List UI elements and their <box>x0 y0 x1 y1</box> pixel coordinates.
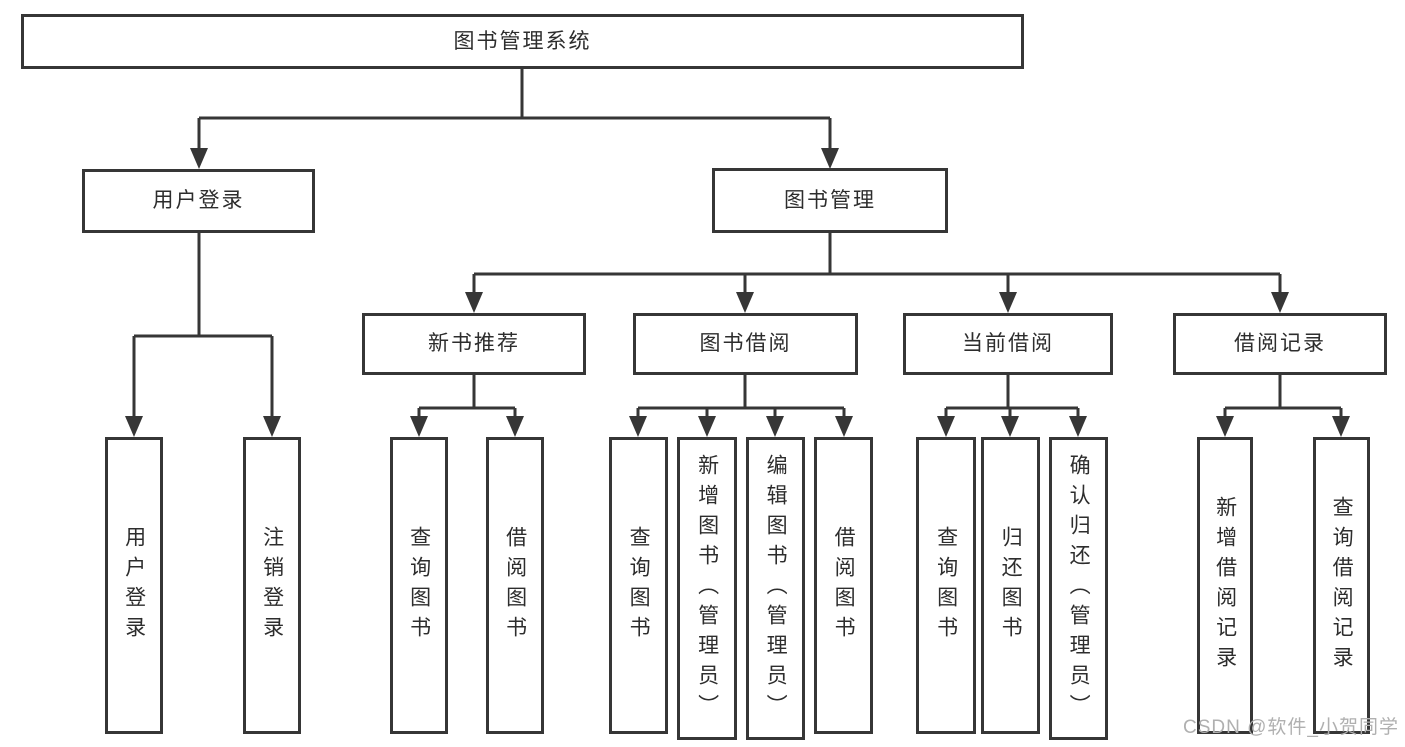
node-book-management-branch: 图书管理 <box>712 168 948 233</box>
leaf-query-books-recommend: 查询图书 <box>390 437 448 734</box>
watermark: CSDN @软件_小贺同学 <box>1183 717 1399 738</box>
leaf-borrow-books-recommend: 借阅图书 <box>486 437 544 734</box>
leaf-return-books: 归还图书 <box>981 437 1040 734</box>
leaf-edit-books-admin: 编辑图书（管理员） <box>746 437 805 740</box>
leaf-user-login: 用户登录 <box>105 437 163 734</box>
node-book-borrowing: 图书借阅 <box>633 313 858 375</box>
node-user-login-branch: 用户登录 <box>82 169 315 233</box>
node-library-management-system: 图书管理系统 <box>21 14 1024 69</box>
leaf-query-borrow-record: 查询借阅记录 <box>1313 437 1370 734</box>
leaf-query-books-borrowing: 查询图书 <box>609 437 668 734</box>
leaf-add-borrow-record: 新增借阅记录 <box>1197 437 1253 734</box>
node-current-borrowing: 当前借阅 <box>903 313 1113 375</box>
leaf-confirm-return-admin: 确认归还（管理员） <box>1049 437 1108 740</box>
node-borrowing-records: 借阅记录 <box>1173 313 1387 375</box>
leaf-add-books-admin: 新增图书（管理员） <box>677 437 737 740</box>
leaf-borrow-books-borrowing: 借阅图书 <box>814 437 873 734</box>
leaf-logout: 注销登录 <box>243 437 301 734</box>
node-new-book-recommendation: 新书推荐 <box>362 313 586 375</box>
leaf-query-books-current: 查询图书 <box>916 437 976 734</box>
